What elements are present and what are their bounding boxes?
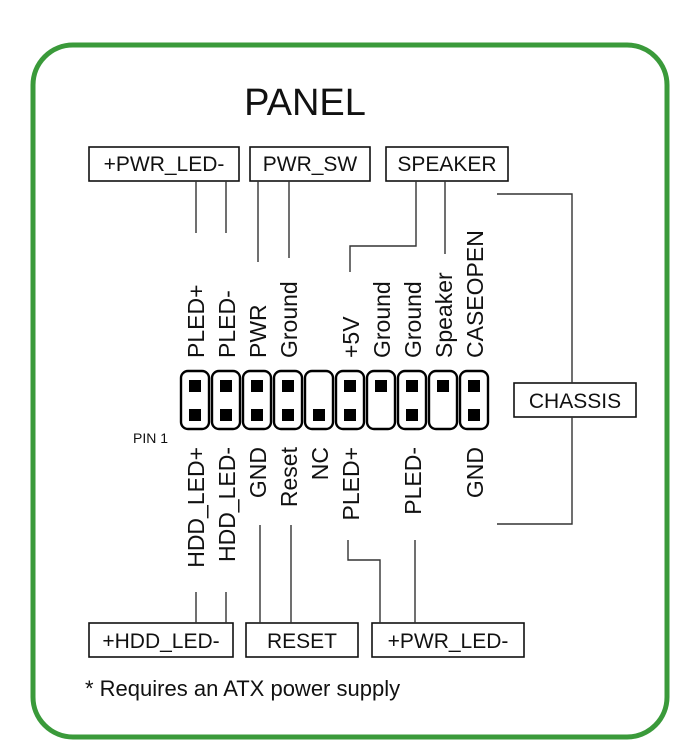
- pin-top: [189, 380, 201, 392]
- pin-top: [468, 380, 480, 392]
- pin-top: [282, 380, 294, 392]
- bottom-pin-label: Reset: [276, 446, 302, 507]
- pin-bottom: [313, 409, 325, 421]
- top-box-pwr-led-label: +PWR_LED-: [104, 153, 225, 176]
- bottom-pin-label: HDD_LED-: [214, 447, 240, 562]
- bottom-pin-label: HDD_LED+: [183, 447, 209, 568]
- bottom-box-hdd-led-label: +HDD_LED-: [102, 630, 219, 653]
- footnote: * Requires an ATX power supply: [85, 676, 400, 701]
- bottom-pin-label: GND: [462, 447, 488, 498]
- pin-column-shell: [303, 369, 335, 431]
- top-box-speaker: SPEAKER: [385, 146, 509, 182]
- top-box-pwr-led: +PWR_LED-: [88, 146, 240, 182]
- pin-bottom: [282, 409, 294, 421]
- bottom-box-pwr-led-label: +PWR_LED-: [388, 630, 509, 653]
- pin-column-shell: [427, 369, 459, 431]
- pin-bottom: [189, 409, 201, 421]
- bottom-box-pwr-led: +PWR_LED-: [371, 622, 525, 658]
- pin1-label: PIN 1: [133, 430, 168, 446]
- pin-bottom: [220, 409, 232, 421]
- pin-column-shell: [365, 369, 397, 431]
- pin-header: [179, 369, 490, 431]
- top-pin-label: Speaker: [431, 272, 457, 358]
- top-pin-labels: PLED+ PLED- PWR Ground +5V Ground Ground…: [183, 230, 488, 358]
- bottom-pin-label: PLED-: [400, 447, 426, 515]
- bottom-pin-label: PLED+: [338, 447, 364, 521]
- top-box-speaker-label: SPEAKER: [397, 153, 496, 176]
- pin-bottom: [406, 409, 418, 421]
- top-pin-label: PLED-: [214, 290, 240, 358]
- top-pin-label: Ground: [369, 281, 395, 358]
- top-box-pwr-sw: PWR_SW: [249, 146, 371, 182]
- outer-frame: [30, 42, 670, 740]
- top-pin-label: PLED+: [183, 284, 209, 358]
- bottom-pin-label: NC: [307, 447, 333, 480]
- pin-bottom: [251, 409, 263, 421]
- pin-column-shell: [334, 369, 366, 431]
- pin-column-shell: [210, 369, 242, 431]
- top-box-pwr-sw-label: PWR_SW: [263, 153, 358, 176]
- top-pin-label: +5V: [338, 316, 364, 358]
- bottom-pin-labels: HDD_LED+ HDD_LED- GND Reset NC PLED+ PLE…: [183, 446, 488, 567]
- pin-top: [344, 380, 356, 392]
- pin-top: [375, 380, 387, 392]
- diagram-title: PANEL: [244, 82, 366, 124]
- pin-bottom: [468, 409, 480, 421]
- pin-column-shell: [458, 369, 490, 431]
- pin-top: [437, 380, 449, 392]
- pin-column-shell: [396, 369, 428, 431]
- top-pin-label: CASEOPEN: [462, 230, 488, 358]
- pin-top: [406, 380, 418, 392]
- pin-bottom: [344, 409, 356, 421]
- chassis-box: CHASSIS: [513, 382, 637, 418]
- wiring: [195, 181, 573, 623]
- pin-column-shell: [272, 369, 304, 431]
- top-pin-label: PWR: [245, 304, 271, 358]
- pin-column-shell: [241, 369, 273, 431]
- bottom-box-reset: RESET: [245, 622, 359, 658]
- pin-top: [220, 380, 232, 392]
- chassis-box-label: CHASSIS: [529, 390, 621, 413]
- bottom-box-reset-label: RESET: [267, 630, 337, 653]
- bottom-box-hdd-led: +HDD_LED-: [88, 622, 234, 658]
- pin-column-shell: [179, 369, 211, 431]
- pin-top: [251, 380, 263, 392]
- top-pin-label: Ground: [276, 281, 302, 358]
- top-pin-label: Ground: [400, 281, 426, 358]
- bottom-pin-label: GND: [245, 447, 271, 498]
